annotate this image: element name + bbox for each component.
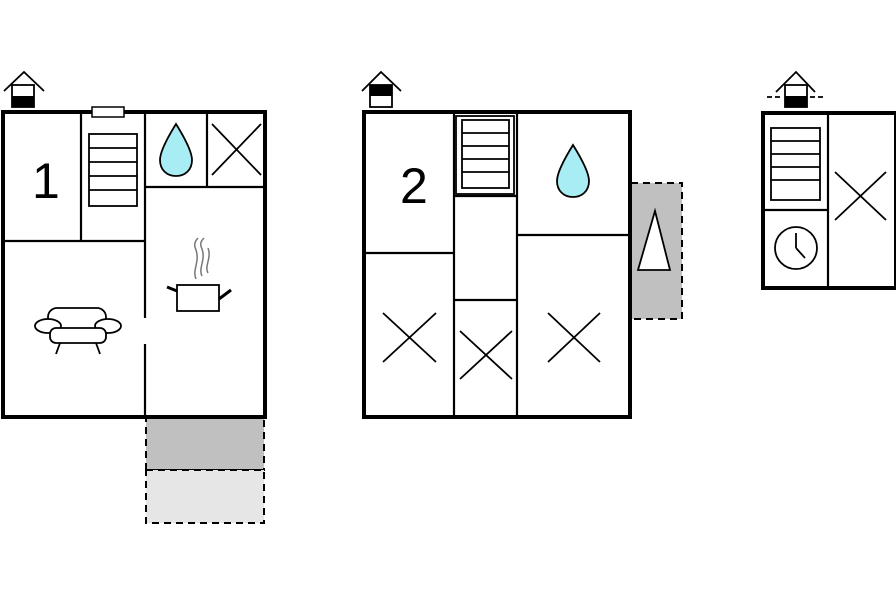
tent-icon xyxy=(636,207,672,271)
floor-label: 2 xyxy=(400,158,428,214)
cross-mark-icon xyxy=(547,312,601,363)
floor-3-plan xyxy=(761,70,896,290)
water-drop-icon xyxy=(556,143,590,198)
sofa-icon xyxy=(34,307,122,355)
floor-label: 1 xyxy=(32,153,60,209)
outer-wall xyxy=(761,111,896,290)
stairs-icon xyxy=(455,115,515,195)
cross-mark-icon xyxy=(211,123,262,176)
terrace-dark xyxy=(145,417,265,471)
stairs-icon xyxy=(770,127,821,201)
stairs-icon xyxy=(88,133,138,207)
house-basement-icon xyxy=(767,70,825,108)
floor-2-plan: 2 xyxy=(361,70,683,419)
water-drop-icon xyxy=(159,122,193,177)
house-upper-floor-icon xyxy=(361,70,402,108)
outer-wall xyxy=(1,110,267,419)
window xyxy=(91,106,125,118)
cooking-pot-icon xyxy=(166,237,232,312)
cross-mark-icon xyxy=(834,171,887,221)
terrace-light xyxy=(145,469,265,524)
cross-mark-icon xyxy=(382,312,437,363)
cross-mark-icon xyxy=(459,330,513,380)
house-ground-floor-icon xyxy=(3,70,45,108)
floor-1-plan: 1 xyxy=(1,70,267,524)
outer-wall xyxy=(362,110,632,419)
clock-icon xyxy=(774,226,818,270)
